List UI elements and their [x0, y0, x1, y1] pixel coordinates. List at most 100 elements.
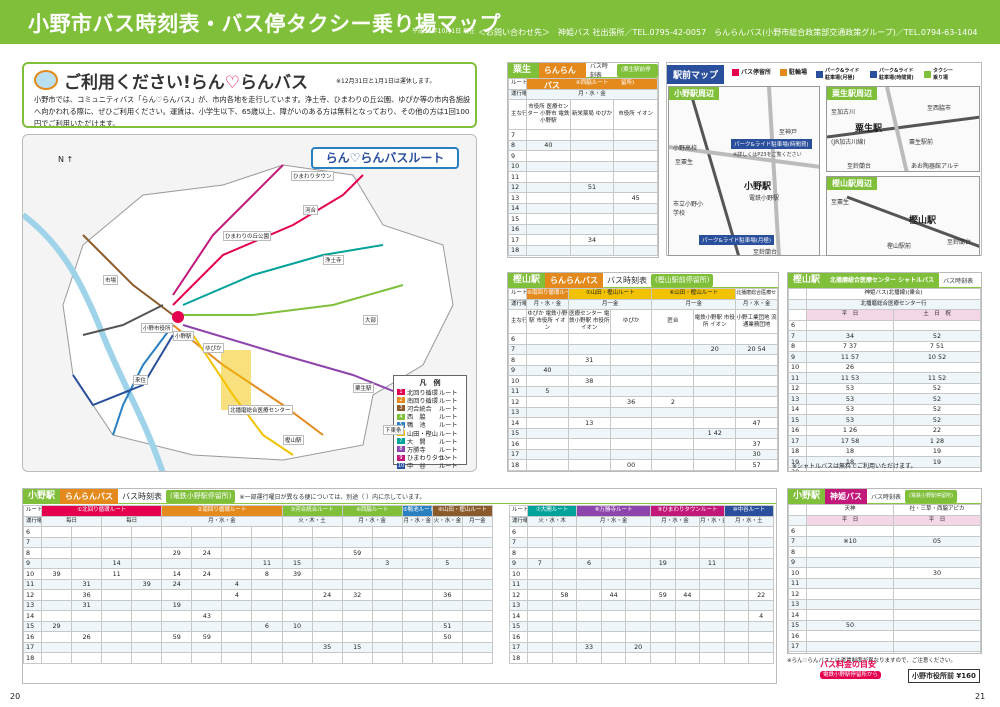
hour-cell: 7	[23, 536, 42, 548]
time-cell	[674, 578, 701, 590]
time-cell	[609, 448, 653, 460]
aou-row: 16	[508, 223, 658, 235]
kashiyama-row: 1930	[508, 469, 778, 471]
time-cell	[748, 652, 774, 664]
ono-days-1: 毎日	[101, 515, 163, 527]
legend-name: 北回り循環	[407, 389, 438, 397]
time-cell: ※10	[806, 535, 894, 547]
time-cell	[311, 610, 343, 622]
time-cell	[893, 619, 981, 631]
time-cell	[221, 547, 253, 559]
time-cell	[625, 578, 651, 590]
time-cell: 35	[311, 641, 343, 653]
time-cell	[371, 631, 403, 643]
time-cell	[101, 589, 133, 601]
time-cell	[674, 536, 701, 548]
hour-cell: 8	[509, 547, 528, 559]
time-cell	[131, 652, 163, 664]
time-cell	[693, 375, 737, 387]
time-cell: 5	[526, 385, 569, 397]
time-cell	[311, 599, 343, 611]
time-cell	[674, 526, 701, 538]
time-cell	[221, 599, 253, 611]
time-cell	[735, 354, 778, 366]
time-cell: 15	[281, 557, 313, 569]
time-cell	[600, 599, 627, 611]
route-map-title: らん♡らんバスルート	[311, 147, 459, 169]
time-cell	[576, 568, 602, 580]
time-cell	[551, 536, 578, 548]
time-cell	[341, 610, 373, 622]
aou-row: 14	[508, 202, 658, 214]
time-cell	[723, 547, 750, 559]
time-cell	[221, 526, 253, 538]
time-cell	[649, 641, 676, 653]
time-cell	[40, 589, 73, 601]
time-cell	[893, 651, 981, 653]
time-cell: 43	[191, 610, 223, 622]
time-cell	[569, 129, 615, 141]
time-cell	[576, 610, 602, 622]
legend-swatch: 11	[397, 470, 405, 471]
time-cell	[600, 526, 627, 538]
ranran-logo-icon	[34, 70, 58, 90]
time-cell	[723, 641, 750, 653]
time-cell	[461, 631, 494, 643]
kashiyama-map-drawing	[846, 195, 979, 248]
time-cell	[281, 589, 313, 601]
page-number-right: 21	[975, 692, 986, 701]
time-cell	[699, 620, 725, 632]
ono-right-days-1: 月・水・金	[576, 515, 651, 527]
hour-cell: 11	[788, 577, 807, 589]
time-cell	[723, 557, 750, 569]
legend-name: 大 開	[407, 438, 426, 446]
time-cell	[527, 631, 553, 643]
time-cell: 59	[191, 631, 223, 643]
time-cell	[526, 223, 571, 235]
ono-route-1: ②南回り循環ルート	[161, 505, 283, 517]
time-cell	[625, 547, 651, 559]
time-cell	[431, 547, 463, 559]
map-place-label: 小野駅	[173, 331, 194, 341]
time-cell	[71, 652, 103, 664]
map-place-label: ひまわりの丘公園	[223, 231, 272, 241]
time-cell: 59	[341, 547, 373, 559]
shinki-header: 小野駅 神姫バス バス時刻表 (電鉄小野駅停留所)	[788, 489, 981, 504]
time-cell	[576, 526, 602, 538]
time-cell	[251, 610, 283, 622]
aou-row: 11	[508, 171, 658, 183]
time-cell: 50	[431, 631, 463, 643]
time-cell	[649, 536, 676, 548]
legend-suffix: ルート	[439, 469, 458, 471]
time-cell	[569, 192, 615, 204]
map-place-label: 浄土寺	[323, 255, 344, 265]
kashiyama-route-2: ⑥山田・樫山ルート	[651, 288, 737, 300]
time-cell	[371, 568, 403, 580]
time-cell	[40, 641, 73, 653]
time-cell	[551, 610, 578, 622]
time-cell	[131, 547, 163, 559]
time-cell	[551, 547, 578, 559]
time-cell	[551, 526, 578, 538]
aou-dest-label: 主な行き先	[508, 99, 527, 130]
time-cell	[735, 396, 778, 408]
aou-place-5: あお陶器館アルテ	[911, 163, 959, 170]
time-cell	[576, 547, 602, 559]
time-cell	[311, 652, 343, 664]
time-cell: 26	[806, 361, 894, 373]
time-cell	[341, 652, 373, 664]
time-cell	[569, 150, 615, 162]
time-cell: 19	[161, 599, 193, 611]
time-cell	[806, 630, 894, 642]
time-cell	[371, 599, 403, 611]
time-cell	[893, 588, 981, 600]
time-cell: 44	[674, 589, 701, 601]
time-cell: 7	[527, 557, 553, 569]
map-place-label: 下東条	[383, 425, 404, 435]
map-place-label: 粟生駅	[353, 383, 374, 393]
time-cell	[371, 641, 403, 653]
time-cell: 1 42	[693, 427, 737, 439]
